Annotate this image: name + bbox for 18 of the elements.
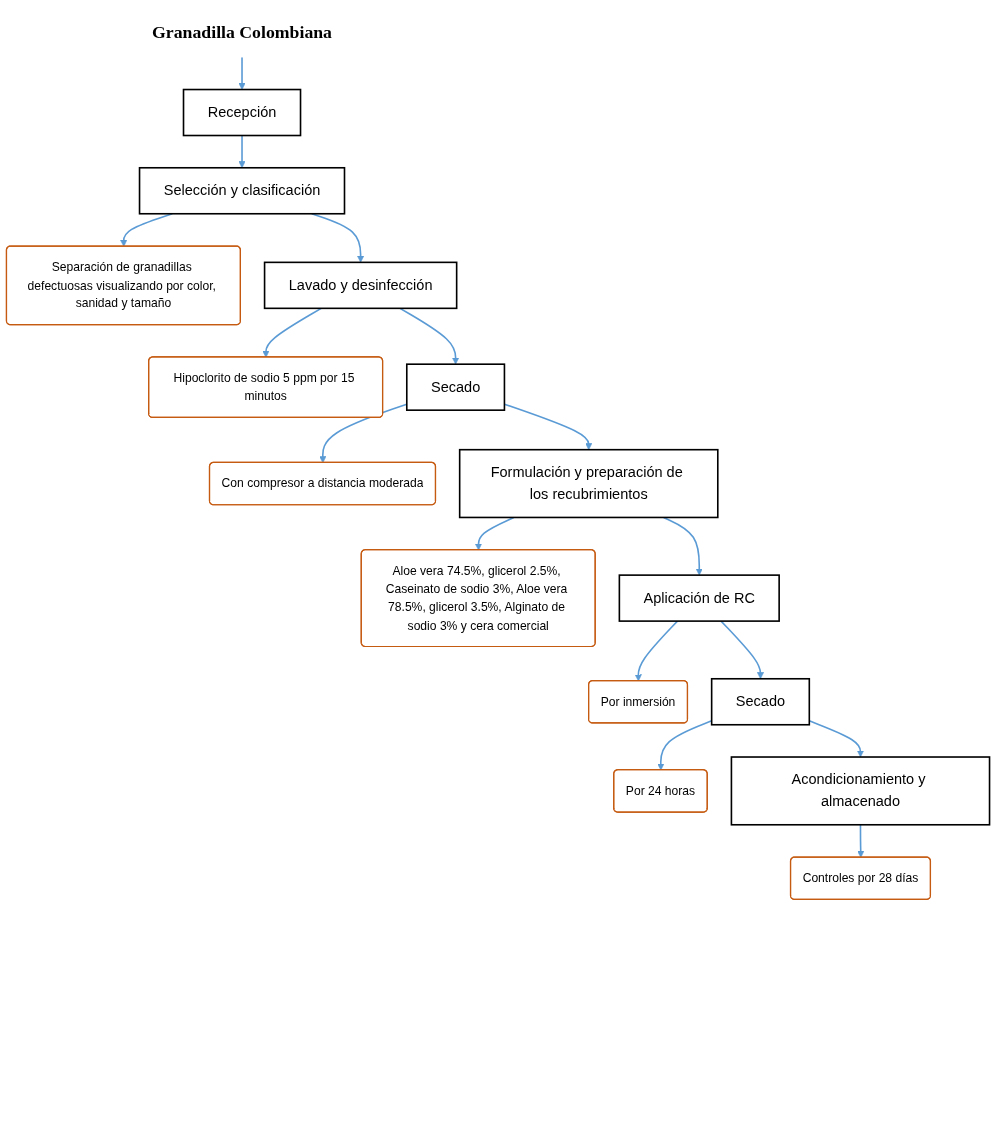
node-box: Recepción (182, 88, 302, 137)
node-box: Secado (405, 363, 506, 411)
node-box: Formulación y preparación de los recubrimientos (458, 448, 719, 519)
arrow (238, 134, 246, 169)
node-box: Acondicionamiento y almacenado (730, 756, 991, 826)
arrow (857, 823, 865, 858)
arrow (474, 516, 515, 551)
arrow (720, 620, 765, 680)
node-box: Secado (710, 677, 811, 726)
arrow (634, 620, 679, 682)
node-box: Selección y clasificación (138, 166, 346, 215)
arrow (238, 56, 246, 90)
node-text: Granadilla Colombiana (152, 21, 332, 42)
node-box: Lavado y desinfección (263, 261, 458, 310)
arrow (662, 516, 703, 576)
arrow (399, 307, 460, 365)
arrow (262, 307, 323, 358)
node-box: Aplicación de RC (618, 574, 780, 622)
